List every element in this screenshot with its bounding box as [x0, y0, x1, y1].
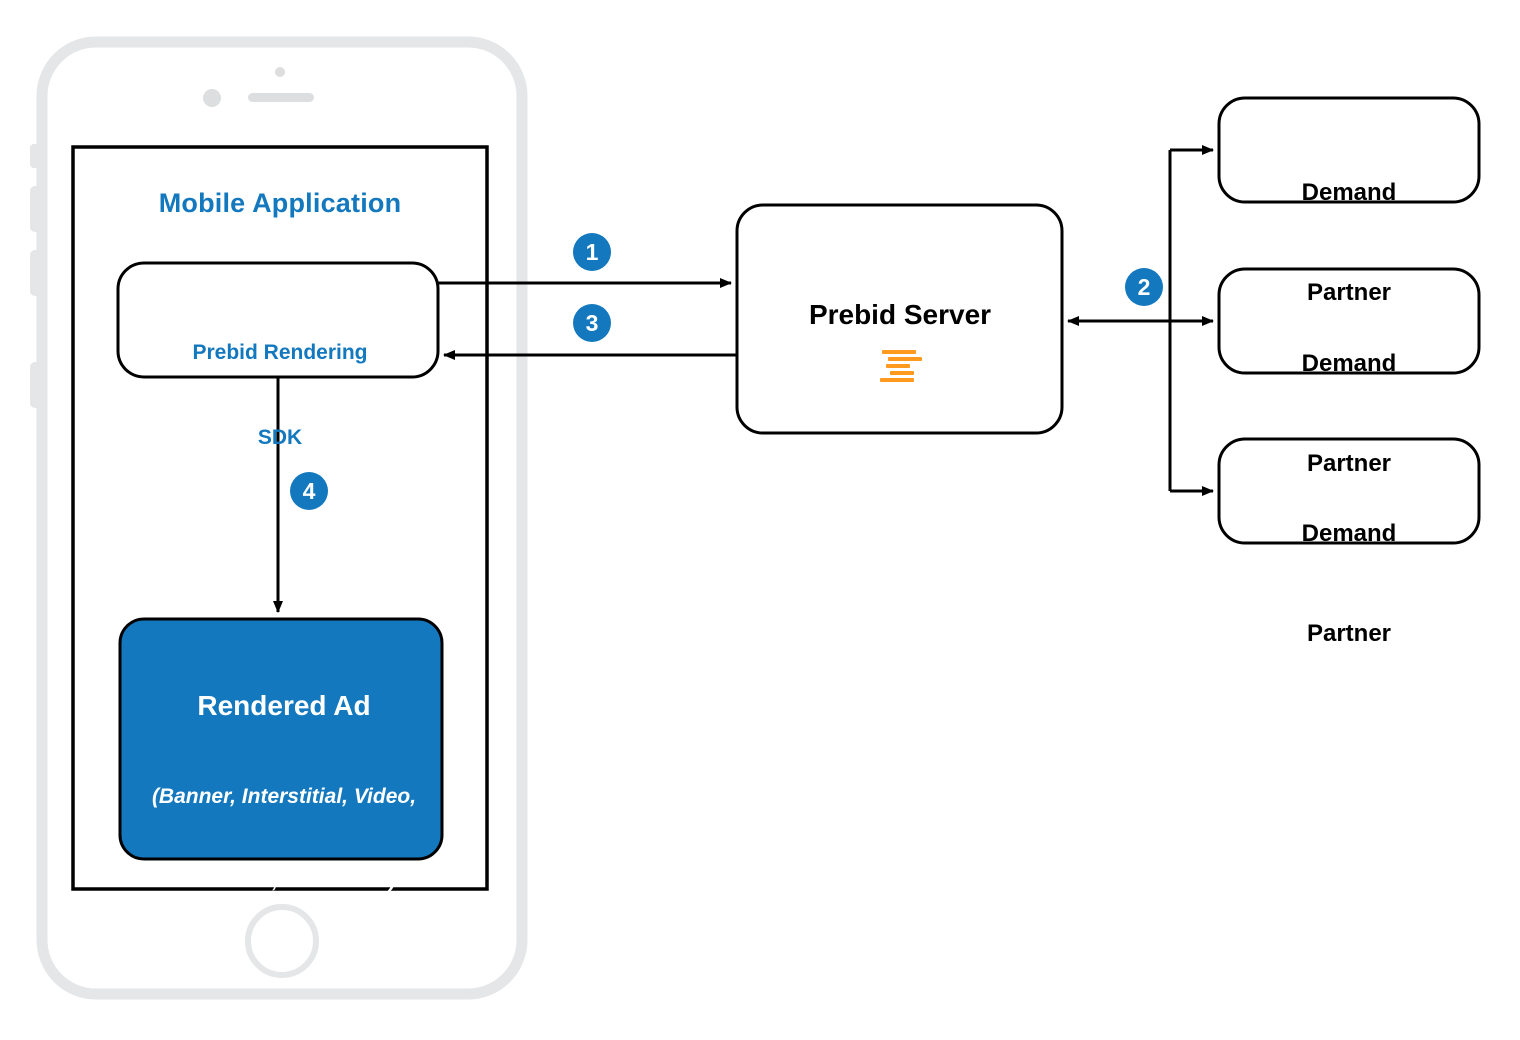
proximity-sensor-icon — [275, 67, 285, 77]
prebid-logo-icon — [872, 350, 932, 382]
demand-partner-label-3-line-2: Partner — [1306, 619, 1392, 647]
demand-partner-box-3[interactable] — [1217, 437, 1481, 545]
step-badge-1: 1 — [573, 233, 611, 271]
step-badge-4: 4 — [290, 472, 328, 510]
step-badge-2: 2 — [1125, 268, 1163, 306]
prebid-logo-bar-2 — [888, 357, 922, 361]
prebid-rendering-sdk-label: Prebid Rendering SDK — [125, 282, 435, 509]
prebid-logo-bar-4 — [890, 371, 914, 375]
prebid-server-box[interactable] — [735, 203, 1064, 435]
home-button-icon[interactable] — [245, 904, 319, 978]
demand-partner-box-2[interactable] — [1217, 267, 1481, 375]
prebid-logo-bar-5 — [880, 378, 914, 382]
demand-partner-label-3: Demand Partner — [1219, 451, 1479, 716]
sdk-label-line-1: Prebid Rendering — [192, 340, 368, 364]
demand-partner-label-1-line-1: Demand — [1301, 179, 1397, 207]
rendered-ad-subtitle-line-2: Rewarded, Outstream) — [171, 868, 397, 892]
connector-step-2 — [1067, 145, 1214, 496]
demand-partner-label-1-line-2: Partner — [1306, 278, 1392, 306]
demand-partner-label-2-line-1: Demand — [1301, 350, 1397, 378]
prebid-logo-bar-1 — [882, 350, 916, 354]
rendered-ad-title: Rendered Ad — [197, 690, 371, 721]
rendered-ad-subtitle-line-1: (Banner, Interstitial, Video, — [151, 785, 417, 809]
step-badge-3: 3 — [573, 304, 611, 342]
demand-partner-box-1[interactable] — [1217, 96, 1481, 204]
rendered-ad-box[interactable] — [118, 617, 444, 861]
demand-partner-label-2-line-2: Partner — [1306, 449, 1392, 477]
sdk-label-line-2: SDK — [257, 425, 303, 449]
page-title: Mobile Application — [158, 188, 402, 218]
front-camera-icon — [203, 89, 221, 107]
prebid-server-label: Prebid Server — [808, 299, 992, 330]
rendered-ad-subtitle: (Banner, Interstitial, Video, Rewarded, … — [123, 728, 445, 950]
earpiece-speaker-icon — [248, 93, 314, 102]
demand-partner-label-1: Demand Partner — [1219, 110, 1479, 375]
prebid-logo-bar-3 — [886, 364, 910, 368]
demand-partner-label-3-line-1: Demand — [1301, 520, 1397, 548]
demand-partner-label-2: Demand Partner — [1219, 281, 1479, 546]
